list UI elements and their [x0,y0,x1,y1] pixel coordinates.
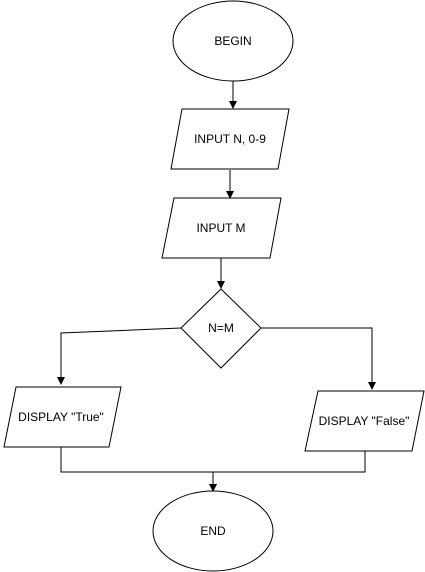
edge-display-true-to-merge [60,447,213,473]
node-input-n-label: INPUT N, 0-9 [194,132,266,146]
node-input-m-label: INPUT M [196,221,245,235]
io-parallelogram-input-n [170,108,290,170]
edge-decision-to-display-true [57,327,182,385]
node-input-n: INPUT N, 0-9 [170,108,290,170]
node-begin-label: BEGIN [214,34,251,48]
terminal-ellipse-end [152,490,274,572]
edge-display-false-to-merge [213,451,366,473]
node-decision-label: N=M [208,321,234,335]
node-begin: BEGIN [172,0,294,82]
decision-diamond [180,288,262,369]
terminal-ellipse-begin [172,0,294,82]
node-input-m: INPUT M [161,197,282,259]
node-display-true: DISPLAY "True" [3,386,122,448]
io-parallelogram-display-true [3,386,122,448]
node-end: END [152,490,274,572]
node-end-label: END [200,524,226,538]
node-display-true-label: DISPLAY "True" [18,410,104,424]
node-display-false: DISPLAY "False" [304,390,425,452]
node-decision: N=M [180,288,262,369]
edges [57,81,376,492]
io-parallelogram-input-m [161,197,282,259]
io-parallelogram-display-false [304,390,425,452]
edge-decision-to-display-false [261,327,376,390]
node-display-false-label: DISPLAY "False" [319,414,410,428]
